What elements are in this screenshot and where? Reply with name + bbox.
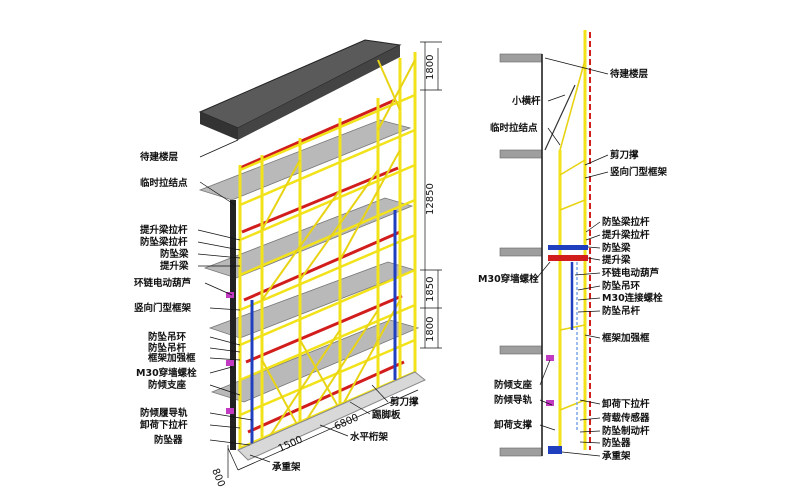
side-frame bbox=[558, 30, 587, 450]
rlabel-bearing-frame: 承重架 bbox=[602, 450, 631, 462]
left-3d-view bbox=[198, 39, 442, 478]
dim-800: 800 bbox=[209, 467, 226, 489]
rlabel-pending-floor: 待建楼层 bbox=[610, 68, 649, 80]
left-labels: 待建楼层 临时拉结点 提升梁拉杆 防坠梁拉杆 防坠梁 提升梁 环链电动葫芦 竖向… bbox=[134, 139, 419, 473]
label-bearing-frame: 承重架 bbox=[272, 461, 301, 473]
rlabel-m30-bolt: M30穿墙螺栓 bbox=[478, 273, 539, 285]
side-braces bbox=[559, 59, 586, 411]
label-fall-rod: 防坠吊杆 bbox=[148, 342, 187, 354]
rlabel-unload-rod: 卸荷下拉杆 bbox=[602, 398, 650, 410]
rlabel-lift-beam: 提升梁 bbox=[602, 254, 631, 266]
label-chain-hoist: 环链电动葫芦 bbox=[134, 277, 192, 289]
fall-beam bbox=[548, 245, 588, 250]
side-small-crossbar bbox=[544, 84, 576, 151]
dim-1800-bottom: 1800 bbox=[425, 317, 436, 342]
rlabel-m30-connect: M30连接螺栓 bbox=[602, 292, 663, 304]
label-horizontal-truss: 水平桁架 bbox=[350, 431, 389, 443]
rlabel-chain-hoist: 环链电动葫芦 bbox=[602, 267, 660, 279]
dim-1850: 1850 bbox=[425, 277, 436, 302]
label-lift-beam: 提升梁 bbox=[160, 260, 189, 272]
label-anti-tilt: 防倾支座 bbox=[148, 379, 187, 391]
top-slab-edge bbox=[200, 112, 238, 140]
rlabel-vertical-frame: 竖向门型框架 bbox=[610, 166, 668, 178]
guide-rails bbox=[250, 210, 397, 448]
label-unload-rod: 卸荷下拉杆 bbox=[140, 419, 188, 431]
rlabel-load-sensor: 荷载传感器 bbox=[601, 412, 650, 424]
rlabel-unload-support: 卸荷支撑 bbox=[494, 419, 533, 431]
dim-lines-right bbox=[420, 41, 442, 349]
rlabel-fall-brake: 防坠制动杆 bbox=[602, 425, 650, 437]
deck-1 bbox=[198, 119, 412, 201]
dim-1800-top: 1800 bbox=[425, 55, 436, 80]
label-fall-arrester: 防坠器 bbox=[154, 434, 183, 446]
rlabel-anti-tilt: 防倾支座 bbox=[494, 379, 533, 391]
side-brackets bbox=[546, 355, 554, 406]
label-kickboard: 踢脚板 bbox=[372, 409, 401, 421]
label-temp-tie: 临时拉结点 bbox=[140, 177, 188, 189]
label-lift-beam-rod: 提升梁拉杆 bbox=[140, 224, 188, 236]
top-slab-front bbox=[238, 45, 400, 140]
rlabel-temp-tie: 临时拉结点 bbox=[490, 122, 538, 134]
rlabel-fall-rod: 防坠吊杆 bbox=[602, 305, 641, 317]
rlabel-small-crossbar: 小横杆 bbox=[511, 95, 541, 107]
rlabel-anti-tilt-rail: 防倾导轨 bbox=[494, 394, 533, 406]
deck-2 bbox=[203, 197, 414, 279]
label-m30-bolt: M30穿墙螺栓 bbox=[136, 367, 197, 379]
label-fall-beam-rod: 防坠梁拉杆 bbox=[140, 236, 188, 248]
base-truss bbox=[237, 371, 426, 461]
label-anti-tilt-rail: 防倾履导轨 bbox=[140, 407, 188, 419]
scissor-braces bbox=[261, 59, 416, 449]
label-pending-floor: 待建楼层 bbox=[140, 151, 179, 163]
lift-beam bbox=[548, 255, 588, 261]
right-labels: 待建楼层 小横杆 临时拉结点 剪刀撑 竖向门型框架 防坠梁拉杆 提升梁拉杆 防坠… bbox=[478, 57, 668, 462]
right-side-view bbox=[499, 30, 591, 457]
rlabel-fall-arrester: 防坠器 bbox=[602, 437, 631, 449]
dim-12850: 12850 bbox=[425, 183, 436, 215]
label-scissor-brace: 剪刀撑 bbox=[390, 396, 419, 408]
rlabel-fall-beam-rod: 防坠梁拉杆 bbox=[602, 216, 650, 228]
label-frame-reinforce: 框架加强框 bbox=[148, 352, 196, 364]
label-vertical-frame: 竖向门型框架 bbox=[134, 302, 192, 314]
dim-lines-bottom bbox=[227, 389, 419, 478]
rlabel-frame-reinforce: 框架加强框 bbox=[602, 332, 650, 344]
label-fall-ring: 防坠吊环 bbox=[148, 331, 187, 343]
rlabel-fall-beam: 防坠梁 bbox=[602, 242, 631, 254]
wall-column bbox=[230, 200, 236, 450]
wall-brackets bbox=[226, 292, 234, 414]
horizontal-frame bbox=[239, 93, 416, 450]
side-base bbox=[548, 446, 562, 454]
rlabel-fall-ring: 防坠吊环 bbox=[602, 280, 641, 292]
rlabel-lift-beam-rod: 提升梁拉杆 bbox=[602, 229, 650, 241]
rlabel-scissor-brace: 剪刀撑 bbox=[610, 149, 639, 161]
label-fall-beam: 防坠梁 bbox=[160, 248, 189, 260]
